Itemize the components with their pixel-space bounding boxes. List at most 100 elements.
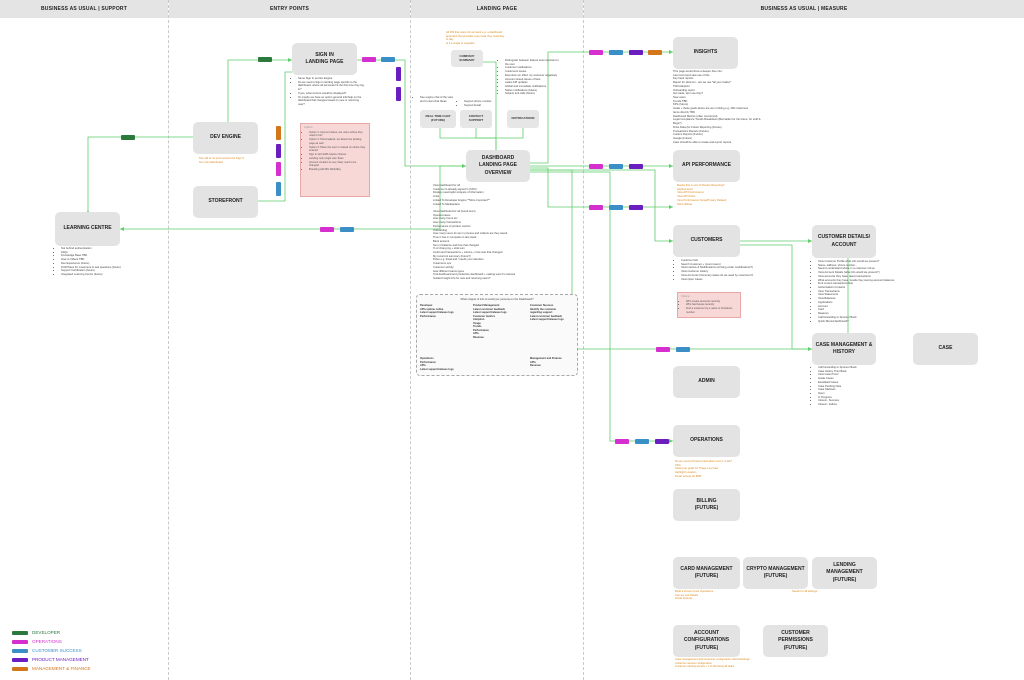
note-item: Card xyxy=(818,308,922,312)
connector xyxy=(530,169,673,242)
learning-centre-box[interactable]: LEARNING CENTRE xyxy=(55,212,120,246)
legend-developer: DEVELOPER xyxy=(12,630,60,635)
notifications-box[interactable]: NOTIFICATIONS xyxy=(507,110,539,128)
note-line: Customers ops xyxy=(433,262,452,266)
legend-swatch xyxy=(12,648,28,653)
note-item: Case Pending Note xyxy=(818,385,882,389)
note-line: Bank account xyxy=(433,239,450,243)
note-line: My recurrent summary (future?) xyxy=(433,254,471,258)
crypto-management-orange-note: Needs for all settings xyxy=(792,590,818,593)
connector xyxy=(740,244,812,350)
note-line: Lacs lost report aka use of this xyxy=(673,73,710,77)
connector xyxy=(496,128,524,139)
lending-management-box[interactable]: LENDING MANAGEMENT (FUTURE) xyxy=(812,557,877,589)
insights-box[interactable]: INSIGHTS xyxy=(673,37,738,69)
note-item: View Transactions xyxy=(818,290,922,294)
note-item: Case Statuses xyxy=(818,388,882,392)
customer-permissions-box[interactable]: CUSTOMER PERMISSIONS (FUTURE) xyxy=(763,625,828,657)
note-line: TDD Adoption xyxy=(673,84,690,88)
note-item: Landing only single user flows xyxy=(309,157,366,161)
note-line: Custom Reports (Future) xyxy=(673,133,703,137)
customer-details-box[interactable]: CUSTOMER DETAILS/ ACCOUNT xyxy=(812,225,876,258)
chip-customer-success xyxy=(340,227,354,232)
arrowhead xyxy=(669,205,673,209)
chip-customer-success xyxy=(635,439,649,444)
chip-developer xyxy=(121,135,135,140)
storefront-box[interactable]: STOREFRONT xyxy=(193,186,258,218)
note-item: Subject and calls (future) xyxy=(505,92,561,96)
chip-operations xyxy=(615,439,629,444)
arrowhead xyxy=(808,239,812,243)
chip-management-finance xyxy=(648,50,662,55)
arrowhead xyxy=(669,50,673,54)
sign-in-landing-box[interactable]: SIGN IN LANDING PAGE xyxy=(292,43,357,75)
chip-product-management xyxy=(396,87,401,101)
note-line: Linked To Marketplace xyxy=(433,202,460,206)
note-item: Integrated Learning Centre (future) xyxy=(61,273,155,277)
note-line: Guided Insight info for new and returnin… xyxy=(433,276,491,280)
company-summary-notes: Distinguish between feature sets importa… xyxy=(499,59,561,96)
dashboard-overview-box[interactable]: DASHBOARD LANDING PAGE OVERVIEW xyxy=(466,150,530,182)
note-item: Case History Prior Back xyxy=(818,370,882,374)
operations-box[interactable]: OPERATIONS xyxy=(673,425,740,457)
note-item: Call forwarding to Sponsor Bank xyxy=(818,366,882,370)
note-item: Option 1: Account status, are users wher… xyxy=(309,131,366,139)
case-management-box[interactable]: CASE MANAGEMENT & HISTORY xyxy=(812,333,876,365)
legend-label: MANAGEMENT & FINANCE xyxy=(32,666,91,671)
chip-customer-success xyxy=(609,205,623,210)
legend-swatch xyxy=(12,630,28,635)
realtime-chat-notes: See engine chat of the view and to start… xyxy=(414,96,454,103)
admin-box[interactable]: ADMIN xyxy=(673,366,740,398)
legend-label: OPERATIONS xyxy=(32,639,62,644)
billing-box[interactable]: BILLING (FUTURE) xyxy=(673,489,740,521)
legend-management-finance: MANAGEMENT & FINANCE xyxy=(12,666,91,671)
account-configurations-orange-note: Case management and Customer configurati… xyxy=(675,658,750,669)
note-item: Support Email xyxy=(464,104,498,108)
account-configurations-box[interactable]: ACCOUNT CONFIGURATIONS (FUTURE) xyxy=(673,625,740,657)
connector xyxy=(87,136,193,212)
note-item: Executive sm effect my customer negative… xyxy=(505,74,561,78)
note-item: Support phone number xyxy=(464,100,498,104)
chip-customer-success xyxy=(676,347,690,352)
arrowhead xyxy=(288,58,292,62)
dev-engine-box[interactable]: DEV ENGINE xyxy=(193,122,258,154)
company-summary-box[interactable]: COMPANY SUMMARY xyxy=(451,50,483,67)
note-item: View Case Priorz xyxy=(818,373,882,377)
contact-support-box[interactable]: CONTACT SUPPORT xyxy=(460,110,492,128)
note-item: View Customer History xyxy=(681,270,783,274)
note-item: Distinguish between feature sets importa… xyxy=(505,59,561,66)
crypto-management-box[interactable]: CRYPTO MANAGEMENT (FUTURE) xyxy=(743,557,808,589)
note-item: Account creation & new, likely need to b… xyxy=(309,161,366,169)
note-item: View Open Cases xyxy=(681,278,783,282)
note-item: View Balances xyxy=(818,297,922,301)
legend-label: CUSTOMER SUCCESS xyxy=(32,648,82,653)
api-performance-box[interactable]: API PERFORMANCE xyxy=(673,150,740,182)
persona-customer-success-snippets: Customer Success Identify the customer r… xyxy=(530,304,564,321)
dev-engine-orange-note: Dev will at no point access the Sign In … xyxy=(199,157,245,164)
chip-product-management xyxy=(655,439,669,444)
chip-product-management xyxy=(629,50,643,55)
sign-in-options-header: Options xyxy=(304,126,313,129)
persona-operations-snippets: Operations Performance APIs Latest suppo… xyxy=(420,357,454,371)
landing-orange-note: All FIN that users do not want e.g. a da… xyxy=(446,31,504,46)
customers-box[interactable]: CUSTOMERS xyxy=(673,225,740,257)
card-management-box[interactable]: CARD MANAGEMENT (FUTURE) xyxy=(673,557,740,589)
note-line: View Dashboard for all xyxy=(433,184,460,187)
note-item: Find current transactions lists xyxy=(818,282,922,286)
note-line: How many hours etc xyxy=(433,217,458,221)
note-line: credit card transactions + volume + how … xyxy=(433,250,503,254)
learning-centre-notes: Not behind authenticationFAQsKnowledge B… xyxy=(55,247,155,277)
realtime-chat-box[interactable]: REAL TIME CHAT (FUTURE) xyxy=(420,110,456,128)
arrowhead xyxy=(669,239,673,243)
case-box[interactable]: CASE xyxy=(913,333,978,365)
note-line: Trends TBD xyxy=(673,99,688,103)
connector xyxy=(258,71,292,202)
connector xyxy=(227,59,292,122)
note-line: Case should be able to create and export… xyxy=(673,140,732,144)
legend-product-management: PRODUCT MANAGEMENT xyxy=(12,657,89,662)
legend-swatch xyxy=(12,639,28,644)
note-line: Linked To Developer Engine **More Import… xyxy=(433,198,490,202)
persona-snippet-question-box: What snippet of info is useful per perso… xyxy=(416,294,578,376)
arrowhead xyxy=(462,164,466,168)
